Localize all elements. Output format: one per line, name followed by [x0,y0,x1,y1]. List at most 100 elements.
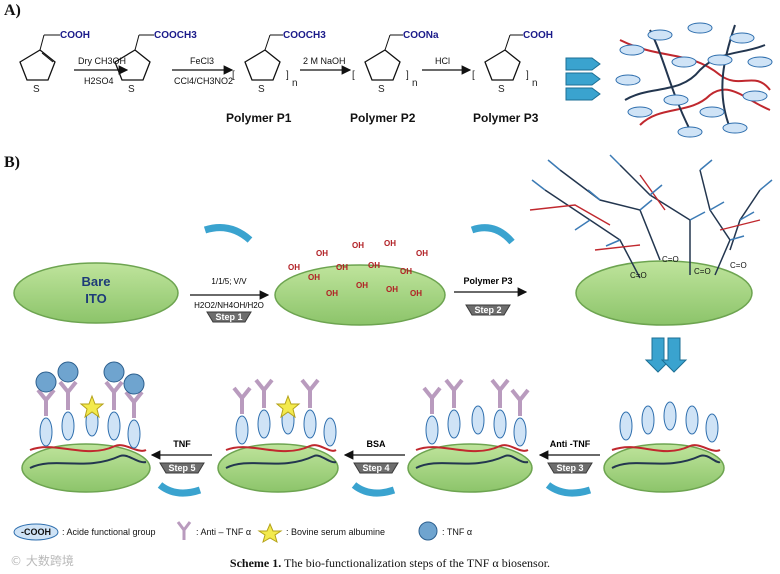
svg-text:]: ] [526,70,529,81]
reagent-hcl: HCl [435,56,450,66]
step4-label: Step 4 [362,463,389,473]
sulfur-atom: S [33,84,40,95]
polymer-p2-structure: [ COONa S ] n [352,30,439,95]
svg-text:OH: OH [386,285,398,294]
bsa-blocked-surface [217,378,339,493]
reagent-solvent: CCl4/CH3NO2 [174,76,233,86]
reagent-sulfuric-acid: H2SO4 [84,76,114,86]
legend-tnf-text: : TNF α [442,527,472,537]
step3-reagent: Anti -TNF [550,439,591,449]
functionalization-scheme: Bare ITO 1/1/5; V/V H2O2/NH4OH/H2O Step … [13,154,773,544]
legend-cooh-text: : Acide functional group [62,527,156,537]
step2-badge [465,304,511,316]
group-cooch3-p1: COOCH3 [283,30,326,41]
group-coona: COONa [403,30,439,41]
svg-text:[: [ [352,70,355,81]
polymer-p3-label: Polymer P3 [473,111,539,125]
group-cooh: COOH [60,30,90,41]
equivalence-arrows-vertical [644,337,688,373]
caption-text: The bio-functionalization steps of the T… [281,556,551,570]
svg-text:]: ] [286,70,289,81]
bare-ito-electrode: Bare ITO [13,262,179,324]
legend-cooh-marker [13,523,59,541]
legend-tnf-icon [418,521,438,541]
svg-text:S: S [378,84,385,95]
bare-label: Bare [82,274,111,289]
svg-text:OH: OH [384,239,396,248]
monomer-thiophene-acetic-acid: COOH S [19,30,90,95]
hydroxylated-ito: OH OH OH OH OH OH OH OH OH OH OH OH OH [274,239,446,326]
svg-text:OH: OH [400,267,412,276]
polymer-p2-label: Polymer P2 [350,111,416,125]
step2-reagent: Polymer P3 [463,276,512,286]
legend: -COOH : Acide functional group : Anti – … [13,521,472,544]
polymer-p1-structure: [ COOCH3 S ] n [232,30,326,95]
step1-badge [206,311,252,323]
reagent-dry-methanol: Dry CH3OH [78,56,126,66]
polymer-p1-label: Polymer P1 [226,111,292,125]
step5-label: Step 5 [168,463,195,473]
svg-text:OH: OH [316,249,328,258]
svg-text:OH: OH [326,289,338,298]
group-cooch3: COOCH3 [154,30,197,41]
svg-text:[: [ [472,70,475,81]
svg-text:OH: OH [368,261,380,270]
svg-text:S: S [258,84,265,95]
tnf-captured-surface [21,361,151,493]
svg-text:C=O: C=O [730,261,747,270]
curved-arrow-step4 [351,482,396,497]
svg-text:OH: OH [352,241,364,250]
polymer-grafted-ito: C=O C=O C=O C=O [529,154,773,326]
curved-arrow-step5 [157,482,202,497]
svg-text:OH: OH [336,263,348,272]
svg-text:]: ] [406,70,409,81]
legend-antibody-text: : Anti – TNF α [196,527,251,537]
svg-text:C=O: C=O [694,267,711,276]
monomer-ester: COOCH3 S [114,30,197,95]
step1-reagent: H2O2/NH4OH/H2O [194,301,264,310]
step1-ratio: 1/1/5; V/V [211,277,247,286]
svg-text:OH: OH [308,273,320,282]
svg-text:n: n [532,78,538,89]
svg-text:[: [ [232,70,235,81]
curved-arrow-step1 [203,224,253,243]
svg-text:n: n [292,78,298,89]
panel-b-label: B) [4,154,20,171]
svg-text:OH: OH [410,289,422,298]
step5-reagent: TNF [173,439,191,449]
svg-text:OH: OH [356,281,368,290]
ito-label: ITO [85,291,106,306]
polymer-p3-structure: [ COOH S ] n [472,30,553,95]
step1-label: Step 1 [215,312,242,322]
caption-bold: Scheme 1. [229,556,282,570]
reagent-naoh: 2 M NaOH [303,56,346,66]
equivalence-arrows [565,57,601,101]
cooh-surface [603,401,725,493]
legend-bsa-text: : Bovine serum albumine [286,527,385,537]
svg-text:n: n [412,78,418,89]
legend-bsa-icon [257,522,283,544]
svg-text:C=O: C=O [630,271,647,280]
step4-reagent: BSA [366,439,386,449]
step5-badge [159,462,205,474]
group-cooh-p3: COOH [523,30,553,41]
svg-text:S: S [498,84,505,95]
figure-caption: Scheme 1. The bio-functionalization step… [0,556,780,571]
svg-text:OH: OH [288,263,300,272]
antibody-immobilized-surface [407,378,533,493]
svg-text:-COOH: -COOH [21,527,51,537]
svg-text:OH: OH [416,249,428,258]
step3-label: Step 3 [556,463,583,473]
watermark: © 大数跨境 [10,554,74,568]
step4-badge [353,462,399,474]
curved-arrow-step3 [545,482,592,497]
reagent-ferric-chloride: FeCl3 [190,56,214,66]
legend-antibody-icon [176,521,192,540]
curved-arrow-step2 [470,224,515,245]
polymer-network-illustration [615,22,773,138]
svg-text:C=O: C=O [662,255,679,264]
sulfur-atom-2: S [128,84,135,95]
reaction-scheme: COOH S Dry CH3OH H2SO4 COOCH3 S FeCl3 CC… [19,22,773,138]
step2-label: Step 2 [474,305,501,315]
step3-badge [547,462,593,474]
